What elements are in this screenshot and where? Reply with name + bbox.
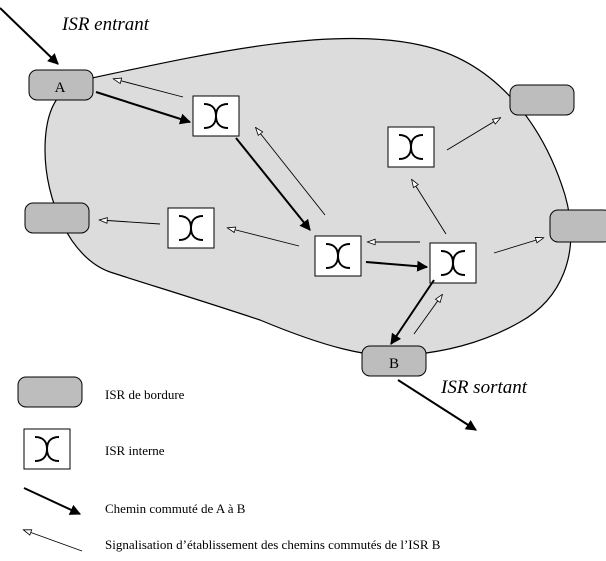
legend-signaling-arrow	[24, 530, 83, 552]
switch-x-icon	[192, 95, 240, 137]
legend-border-isr-symbol	[17, 376, 83, 408]
signal-arrow	[100, 220, 161, 225]
legend: ISR de bordure ISR interne Chemin commut…	[17, 376, 441, 552]
outgoing-arrow	[397, 379, 477, 431]
signal-arrow	[256, 128, 326, 216]
node-a-label: A	[55, 80, 66, 96]
legend-internal-isr-symbol	[23, 428, 71, 470]
switched-path-a-to-s1	[95, 91, 192, 125]
incoming-arrow	[0, 7, 59, 65]
border-isr-right	[549, 209, 606, 243]
border-isr-left	[24, 202, 90, 234]
switch-x-icon	[387, 126, 435, 168]
legend-internal-label: ISR interne	[105, 443, 165, 458]
switched-path-s1-to-s4	[235, 137, 311, 231]
signal-arrow	[446, 118, 500, 151]
switched-path-s5-to-b	[390, 279, 435, 345]
switch-x-icon	[314, 235, 362, 277]
isr-entrant-label: ISR entrant	[61, 14, 150, 35]
signal-arrow	[493, 238, 543, 254]
legend-border-label: ISR de bordure	[105, 387, 185, 402]
network-cloud	[44, 37, 572, 357]
signal-arrow	[228, 228, 300, 247]
node-b-label: B	[389, 356, 399, 372]
border-isr-b	[361, 345, 427, 377]
legend-signaling-label: Signalisation d’établissement des chemin…	[105, 537, 441, 552]
border-isr-top-right	[509, 84, 575, 116]
isr-sortant-label: ISR sortant	[440, 377, 528, 398]
legend-switched-path-arrow	[23, 487, 81, 515]
signal-arrow	[413, 295, 442, 335]
signal-arrow	[412, 180, 447, 235]
switch-x-icon	[429, 242, 477, 284]
switched-path-s4-to-s5	[365, 260, 429, 272]
switch-x-icon	[167, 207, 215, 249]
legend-switched-path-label: Chemin commuté de A à B	[105, 501, 246, 516]
signal-arrow	[114, 79, 184, 98]
border-isr-a	[28, 69, 94, 101]
